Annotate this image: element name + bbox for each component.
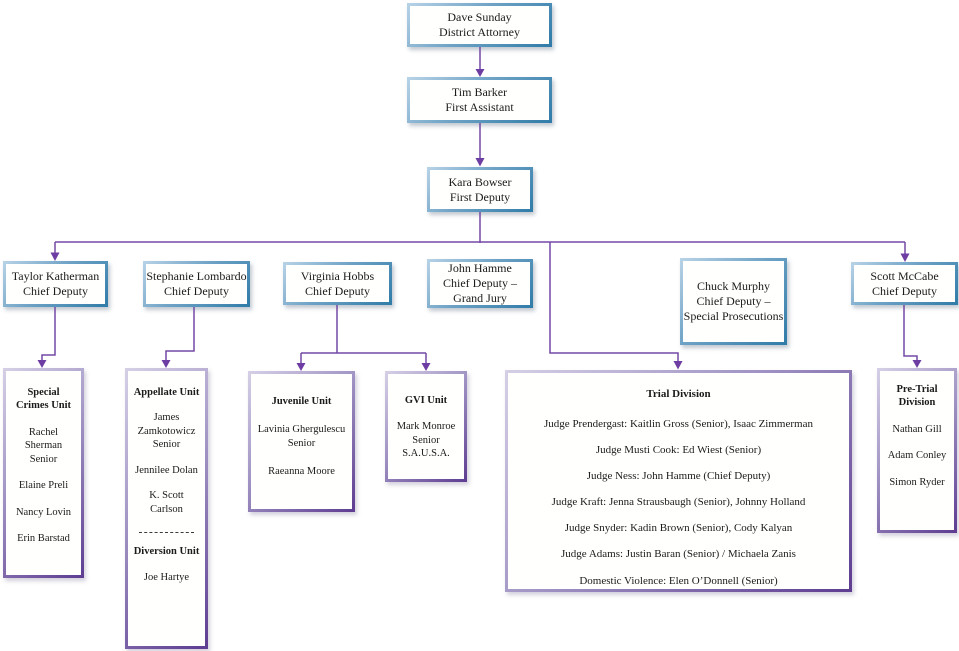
unit-member: Simon Ryder [889, 476, 945, 488]
unit-box-trial-division[interactable]: Trial Division Judge Prendergast: Kaitli… [505, 370, 852, 592]
unit-title: Special Crimes Unit [15, 387, 72, 412]
unit-member: Jennilee Dolan [135, 464, 198, 476]
unit-member: Lavinia Ghergulescu Senior [257, 424, 346, 449]
org-box-chief-deputy-katherman[interactable]: Taylor Katherman Chief Deputy [3, 261, 108, 307]
person-title: Chief Deputy [305, 283, 370, 298]
unit-member: Judge Musti Cook: Ed Wiest (Senior) [595, 444, 762, 457]
unit-title: Pre-Trial Division [896, 384, 938, 409]
person-title: First Deputy [449, 189, 511, 204]
unit-member: Nathan Gill [892, 423, 942, 435]
person-title: Chief Deputy – Grand Jury [443, 276, 517, 305]
person-name: John Hamme [448, 261, 512, 275]
person-title: Chief Deputy [872, 283, 937, 298]
arrowhead [912, 360, 922, 368]
org-box-chief-deputy-hobbs[interactable]: Virginia Hobbs Chief Deputy [283, 262, 392, 305]
unit-member: Erin Barstad [17, 533, 70, 545]
unit-member: Raeanna Moore [268, 466, 335, 478]
person-title: District Attorney [439, 25, 520, 39]
arrowhead [50, 252, 60, 261]
arrowhead [475, 69, 485, 77]
person-name: Stephanie Lombardo [146, 269, 247, 283]
person-name: Scott McCabe [870, 268, 939, 283]
arrowhead [421, 363, 431, 371]
unit-member: Judge Snyder: Kadin Brown (Senior), Cody… [564, 522, 793, 535]
person-name: Dave Sunday [447, 10, 512, 24]
unit-title: Juvenile Unit [271, 396, 332, 407]
unit-box-appellate-diversion[interactable]: Appellate Unit James Zamkotowicz Senior … [125, 368, 208, 649]
org-box-first-assistant[interactable]: Tim Barker First Assistant [407, 77, 552, 123]
arrowhead [475, 158, 485, 167]
person-title: First Assistant [445, 100, 514, 114]
unit-member: Joe Hartye [143, 571, 190, 583]
arrowhead [296, 363, 306, 371]
unit-box-special-crimes[interactable]: Special Crimes Unit Rachel Sherman Senio… [3, 368, 84, 578]
unit-member: Judge Adams: Justin Baran (Senior) / Mic… [561, 548, 796, 561]
org-box-chief-deputy-murphy[interactable]: Chuck Murphy Chief Deputy – Special Pros… [680, 258, 787, 345]
person-name: Chuck Murphy [697, 279, 770, 293]
unit-title: Trial Division [646, 388, 711, 400]
person-name: Taylor Katherman [11, 269, 100, 283]
unit-member: Judge Prendergast: Kaitlin Gross (Senior… [544, 418, 813, 431]
unit-member: Nancy Lovin [15, 506, 72, 518]
org-box-district-attorney[interactable]: Dave Sunday District Attorney [407, 3, 552, 47]
org-box-chief-deputy-mccabe[interactable]: Scott McCabe Chief Deputy [851, 262, 958, 305]
unit-member: Mark Monroe Senior S.A.U.S.A. [396, 421, 456, 460]
arrowhead [37, 360, 47, 368]
person-name: Kara Bowser [448, 174, 512, 189]
person-title: Chief Deputy [23, 284, 88, 298]
person-title: Chief Deputy – Special Prosecutions [683, 294, 784, 323]
section-divider [139, 532, 194, 534]
arrowhead [673, 361, 683, 370]
arrowhead [900, 253, 910, 262]
unit-member: K. Scott Carlson [149, 490, 184, 515]
unit-member: Adam Conley [887, 450, 947, 462]
unit-title: GVI Unit [404, 395, 448, 406]
unit-member: James Zamkotowicz Senior [137, 412, 196, 451]
org-box-chief-deputy-hamme[interactable]: John Hamme Chief Deputy – Grand Jury [427, 259, 533, 308]
person-name: Tim Barker [451, 85, 508, 99]
unit-title: Appellate Unit [133, 387, 200, 398]
person-name: Virginia Hobbs [300, 268, 375, 283]
unit-box-juvenile[interactable]: Juvenile Unit Lavinia Ghergulescu Senior… [248, 371, 355, 512]
unit-box-gvi[interactable]: GVI Unit Mark Monroe Senior S.A.U.S.A. [385, 371, 467, 482]
arrowhead [161, 360, 171, 368]
unit-member: Judge Ness: John Hamme (Chief Deputy) [586, 470, 771, 483]
unit-title: Diversion Unit [133, 546, 200, 558]
person-title: Chief Deputy [164, 284, 229, 298]
unit-member: Rachel Sherman Senior [24, 426, 63, 465]
org-box-first-deputy[interactable]: Kara Bowser First Deputy [427, 167, 533, 212]
unit-member: Judge Kraft: Jenna Strausbaugh (Senior),… [551, 496, 806, 509]
unit-member: Domestic Violence: Elen O’Donnell (Senio… [579, 574, 778, 587]
org-box-chief-deputy-lombardo[interactable]: Stephanie Lombardo Chief Deputy [143, 261, 250, 307]
unit-member: Elaine Preli [18, 480, 69, 492]
unit-box-pretrial-division[interactable]: Pre-Trial Division Nathan Gill Adam Conl… [877, 368, 957, 533]
